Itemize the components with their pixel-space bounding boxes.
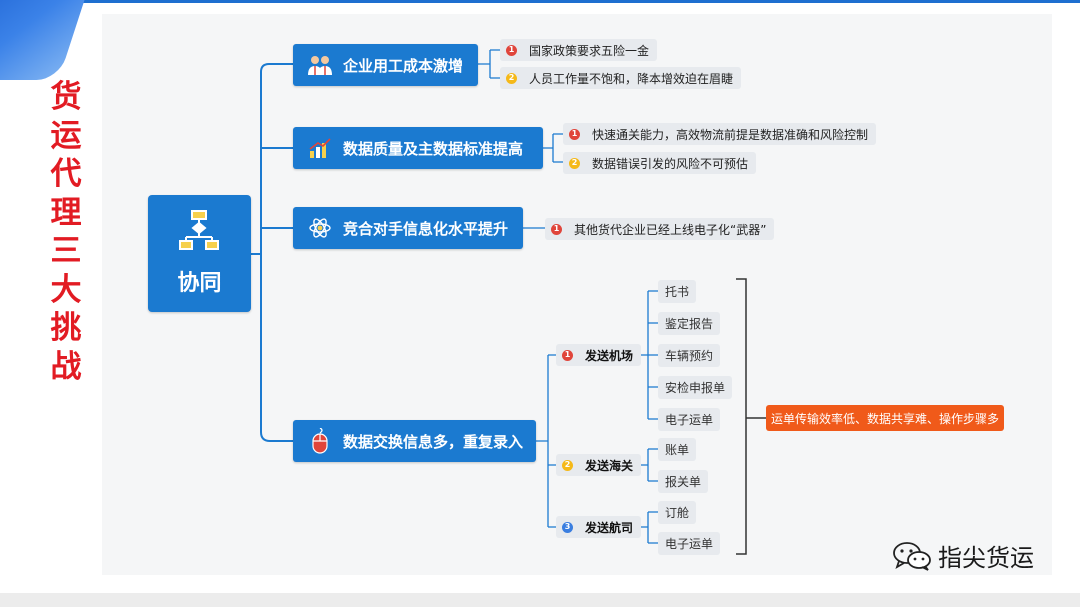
people-icon — [307, 52, 333, 78]
number-badge: 2 — [562, 459, 573, 471]
note-text: 数据错误引发的风险不可预估 — [592, 156, 749, 171]
note-item: 1 快速通关能力，高效物流前提是数据准确和风险控制 — [563, 123, 877, 145]
branch-label: 数据交换信息多，重复录入 — [343, 432, 524, 451]
side-title-char: 货 — [50, 79, 82, 115]
number-badge: 2 — [569, 157, 580, 169]
side-title: 货运代理三大挑战 — [46, 78, 86, 386]
note-item: 2 数据错误引发的风险不可预估 — [563, 152, 757, 174]
side-title-char: 理 — [50, 194, 82, 231]
number-badge: 3 — [562, 521, 573, 533]
side-title-char: 运 — [50, 117, 82, 154]
mouse-icon — [307, 428, 333, 454]
summary-callout: 运单传输效率低、数据共享难、操作步骤多 — [766, 405, 1004, 431]
branch-label: 竞合对手信息化水平提升 — [343, 219, 509, 238]
branch-data-quality[interactable]: 数据质量及主数据标准提高 — [293, 127, 543, 169]
note-item: 1 其他货代企业已经上线电子化“武器” — [545, 218, 775, 240]
sub-branch-airport[interactable]: 1 发送机场 — [556, 344, 642, 366]
note-item: 1 国家政策要求五险一金 — [500, 39, 658, 61]
document-item[interactable]: 电子运单 — [658, 408, 721, 431]
number-badge: 1 — [551, 223, 562, 235]
branch-labor-cost[interactable]: 企业用工成本激增 — [293, 44, 478, 86]
side-title-char: 战 — [50, 348, 82, 385]
note-text: 快速通关能力，高效物流前提是数据准确和风险控制 — [592, 127, 869, 142]
number-badge: 1 — [562, 349, 573, 361]
watermark: 指尖货运 — [892, 538, 1034, 573]
document-item[interactable]: 鉴定报告 — [658, 312, 721, 335]
document-item[interactable]: 账单 — [658, 438, 697, 461]
branch-data-exchange[interactable]: 数据交换信息多，重复录入 — [293, 420, 536, 462]
note-item: 2 人员工作量不饱和，降本增效迫在眉睫 — [500, 67, 742, 89]
number-badge: 1 — [506, 44, 517, 56]
bar-chart-icon — [307, 135, 333, 161]
central-node[interactable]: 协同 — [148, 195, 251, 312]
document-item[interactable]: 托书 — [658, 280, 697, 303]
number-badge: 1 — [569, 128, 580, 140]
number-badge: 2 — [506, 72, 517, 84]
sub-branch-customs[interactable]: 2 发送海关 — [556, 454, 642, 476]
side-title-char: 大 — [50, 271, 82, 308]
top-border — [0, 0, 1080, 3]
document-item[interactable]: 电子运单 — [658, 532, 721, 555]
side-title-char: 代 — [50, 156, 82, 192]
side-title-char: 挑 — [50, 310, 82, 346]
central-node-label: 协同 — [177, 271, 222, 296]
document-item[interactable]: 安检申报单 — [658, 376, 733, 399]
watermark-text: 指尖货运 — [938, 544, 1034, 572]
branch-label: 企业用工成本激增 — [343, 56, 464, 75]
bottom-bar — [0, 593, 1080, 607]
side-title-char: 三 — [50, 233, 82, 269]
branch-competitor-it[interactable]: 竞合对手信息化水平提升 — [293, 207, 523, 249]
sub-branch-label: 发送机场 — [585, 348, 634, 363]
atom-icon — [307, 215, 333, 241]
document-item[interactable]: 车辆预约 — [658, 344, 721, 367]
document-item[interactable]: 订舱 — [658, 501, 697, 524]
sub-branch-label: 发送航司 — [585, 520, 634, 535]
wechat-icon — [893, 541, 931, 571]
flowchart-icon — [179, 210, 219, 250]
sub-branch-airline[interactable]: 3 发送航司 — [556, 516, 642, 538]
note-text: 人员工作量不饱和，降本增效迫在眉睫 — [529, 71, 734, 86]
note-text: 国家政策要求五险一金 — [529, 43, 650, 58]
branch-label: 数据质量及主数据标准提高 — [343, 139, 524, 158]
note-text: 其他货代企业已经上线电子化“武器” — [574, 222, 767, 237]
sub-branch-label: 发送海关 — [585, 458, 634, 473]
document-item[interactable]: 报关单 — [658, 470, 709, 493]
